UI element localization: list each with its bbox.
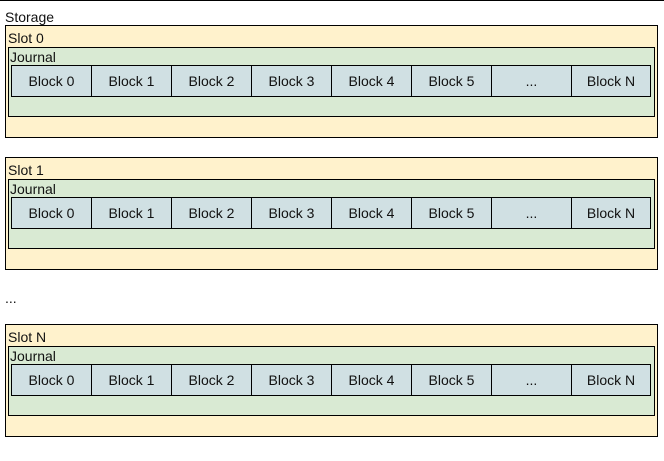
block: Block 3 (252, 66, 332, 96)
block: Block 4 (332, 66, 412, 96)
block: Block 2 (172, 365, 252, 395)
block: Block 5 (412, 365, 492, 395)
slot-label: Slot 1 (8, 162, 44, 178)
block: Block 5 (412, 66, 492, 96)
storage-label: Storage (5, 9, 55, 25)
block-row: Block 0 Block 1 Block 2 Block 3 Block 4 … (11, 364, 651, 396)
journal-label: Journal (10, 181, 56, 197)
block: Block 0 (12, 198, 92, 228)
block: Block 4 (332, 365, 412, 395)
block: Block 3 (252, 365, 332, 395)
block: Block 0 (12, 66, 92, 96)
journal-label: Journal (10, 348, 56, 364)
block-ellipsis: ... (492, 198, 572, 228)
slot-label: Slot N (8, 329, 47, 345)
block: Block N (586, 205, 636, 221)
block: Block 5 (412, 198, 492, 228)
block: Block N (586, 372, 636, 388)
block-ellipsis: ... (492, 365, 572, 395)
block: Block N (586, 73, 636, 89)
block: Block 0 (12, 365, 92, 395)
block-row: Block 0 Block 1 Block 2 Block 3 Block 4 … (11, 197, 651, 229)
journal: Journal Block 0 Block 1 Block 2 Block 3 … (8, 346, 655, 416)
block: Block 1 (92, 66, 172, 96)
journal-label: Journal (10, 49, 56, 65)
block: Block 1 (92, 198, 172, 228)
block-row: Block 0 Block 1 Block 2 Block 3 Block 4 … (11, 65, 651, 97)
block: Block 3 (252, 198, 332, 228)
block-ellipsis: ... (492, 66, 572, 96)
slot-n: Slot N Journal Block 0 Block 1 Block 2 B… (5, 324, 658, 437)
slot-label: Slot 0 (8, 30, 44, 46)
journal: Journal Block 0 Block 1 Block 2 Block 3 … (8, 179, 655, 249)
block: Block 1 (92, 365, 172, 395)
block: Block 2 (172, 198, 252, 228)
block: Block 4 (332, 198, 412, 228)
slot-1: Slot 1 Journal Block 0 Block 1 Block 2 B… (5, 157, 658, 270)
top-divider (0, 0, 664, 1)
slot-0: Slot 0 Journal Block 0 Block 1 Block 2 B… (5, 25, 658, 138)
journal: Journal Block 0 Block 1 Block 2 Block 3 … (8, 47, 655, 117)
more-slots-ellipsis: ... (5, 290, 17, 306)
block: Block 2 (172, 66, 252, 96)
